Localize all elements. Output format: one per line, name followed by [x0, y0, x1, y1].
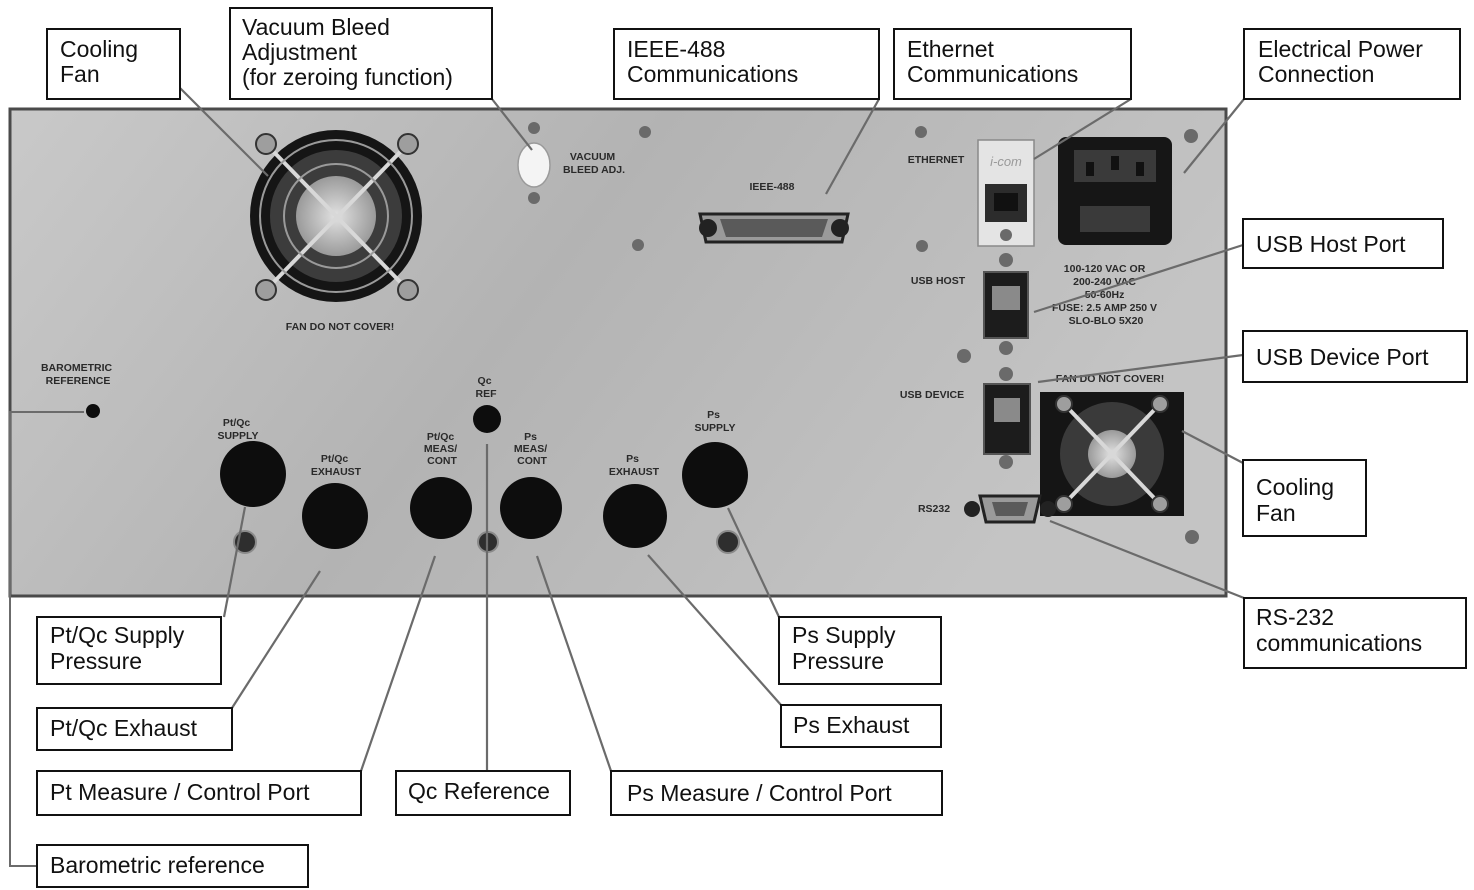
svg-text:USB Host Port: USB Host Port — [1256, 231, 1406, 257]
usb-device-port — [983, 367, 1031, 469]
callout-ptqc-exhaust: Pt/Qc Exhaust — [36, 707, 233, 751]
ptqc-exhaust-port — [302, 483, 368, 549]
usb-host-port — [983, 253, 1029, 355]
label-rs232: RS232 — [918, 503, 950, 515]
label-ps-meas: Ps MEAS/ CONT — [514, 431, 550, 467]
svg-text:Ps Exhaust: Ps Exhaust — [793, 712, 910, 738]
right-cooling-fan — [1040, 392, 1184, 516]
ptqc-supply-port — [220, 441, 286, 507]
label-barometric: BAROMETRIC REFERENCE — [41, 362, 115, 387]
callout-usb-host: USB Host Port — [1242, 218, 1444, 269]
svg-text:Barometric reference: Barometric reference — [50, 852, 265, 878]
label-vacuum-bleed: VACUUM BLEED ADJ. — [563, 151, 625, 176]
callout-vacuum-bleed: Vacuum Bleed Adjustment (for zeroing fun… — [229, 7, 493, 100]
svg-text:Pt Measure / Control Port: Pt Measure / Control Port — [50, 779, 310, 805]
callout-cooling-fan-left: Cooling Fan — [46, 28, 181, 100]
callout-ieee488: IEEE-488 Communications — [613, 28, 880, 100]
ps-supply-vent — [716, 530, 740, 554]
callout-usb-device: USB Device Port — [1242, 330, 1468, 383]
callout-ethernet: Ethernet Communications — [893, 28, 1132, 100]
vacuum-bleed-adjust — [517, 122, 551, 204]
callout-ps-measure: Ps Measure / Control Port — [610, 770, 943, 816]
leader-lines — [9, 87, 1245, 867]
left-cooling-fan — [250, 130, 422, 302]
label-ieee488: IEEE-488 — [750, 181, 795, 193]
callout-ptqc-supply: Pt/Qc Supply Pressure — [36, 616, 222, 685]
svg-text:USB Device Port: USB Device Port — [1256, 344, 1429, 370]
callout-rs232: RS-232 communications — [1243, 597, 1467, 669]
ptqc-meas-port — [410, 477, 472, 539]
label-ps-supply: Ps SUPPLY — [694, 409, 735, 434]
label-usb-device: USB DEVICE — [900, 389, 964, 401]
svg-text:Cooling Fan: Cooling Fan — [60, 36, 144, 87]
qc-ref-port — [473, 405, 501, 433]
svg-text:Ethernet Communications: Ethernet Communications — [907, 36, 1078, 87]
label-ptqc-supply: Pt/Qc SUPPLY — [217, 417, 258, 442]
svg-text:Pt/Qc Exhaust: Pt/Qc Exhaust — [50, 715, 198, 741]
svg-text:Cooling Fan: Cooling Fan — [1256, 474, 1340, 526]
power-inlet — [1058, 137, 1172, 245]
ps-meas-port — [500, 477, 562, 539]
label-usb-host: USB HOST — [911, 275, 966, 287]
label-fan-right: FAN DO NOT COVER! — [1056, 373, 1165, 385]
callout-barometric: Barometric reference — [36, 844, 309, 888]
svg-text:Pt/Qc Supply Pressure: Pt/Qc Supply Pressure — [50, 622, 191, 674]
ethernet-port — [977, 139, 1035, 247]
callout-cooling-fan-right: Cooling Fan — [1242, 459, 1367, 537]
ps-supply-port — [682, 442, 748, 508]
label-icom: i-com — [990, 154, 1022, 169]
svg-text:IEEE-488 Communications: IEEE-488 Communications — [627, 36, 798, 87]
ps-exhaust-port — [603, 484, 667, 548]
label-ptqc-exhaust: Pt/Qc EXHAUST — [311, 453, 362, 478]
rear-panel: FAN DO NOT COVER! VACUUM BLEED ADJ. IEEE… — [8, 107, 1228, 598]
panel-screws — [632, 126, 1199, 544]
label-qc-ref: Qc REF — [476, 375, 498, 400]
callout-ps-exhaust: Ps Exhaust — [780, 704, 942, 748]
label-ptqc-meas: Pt/Qc MEAS/ CONT — [424, 431, 460, 467]
label-fan-left: FAN DO NOT COVER! — [286, 321, 395, 333]
svg-text:RS-232 communications: RS-232 communications — [1256, 604, 1422, 656]
ieee488-connector — [698, 212, 850, 244]
callout-power: Electrical Power Connection — [1243, 28, 1461, 100]
rs232-connector — [964, 494, 1056, 524]
callout-ps-supply: Ps Supply Pressure — [778, 616, 942, 685]
svg-text:Electrical Power Connect: Electrical Power Connection — [1258, 36, 1429, 87]
label-ps-exhaust: Ps EXHAUST — [609, 453, 660, 478]
svg-text:Ps Supply Pressure: Ps Supply Pressure — [792, 622, 902, 674]
label-ethernet: ETHERNET — [908, 154, 965, 166]
barometric-port — [86, 404, 100, 418]
callout-qc-reference: Qc Reference — [395, 770, 571, 816]
svg-text:Ps Measure / Control Port: Ps Measure / Control Port — [627, 780, 892, 806]
svg-text:Vacuum Bleed Adjustment: Vacuum Bleed Adjustment (for zeroing fun… — [242, 14, 453, 90]
svg-text:Qc Reference: Qc Reference — [408, 778, 550, 804]
callout-pt-measure: Pt Measure / Control Port — [36, 770, 362, 816]
